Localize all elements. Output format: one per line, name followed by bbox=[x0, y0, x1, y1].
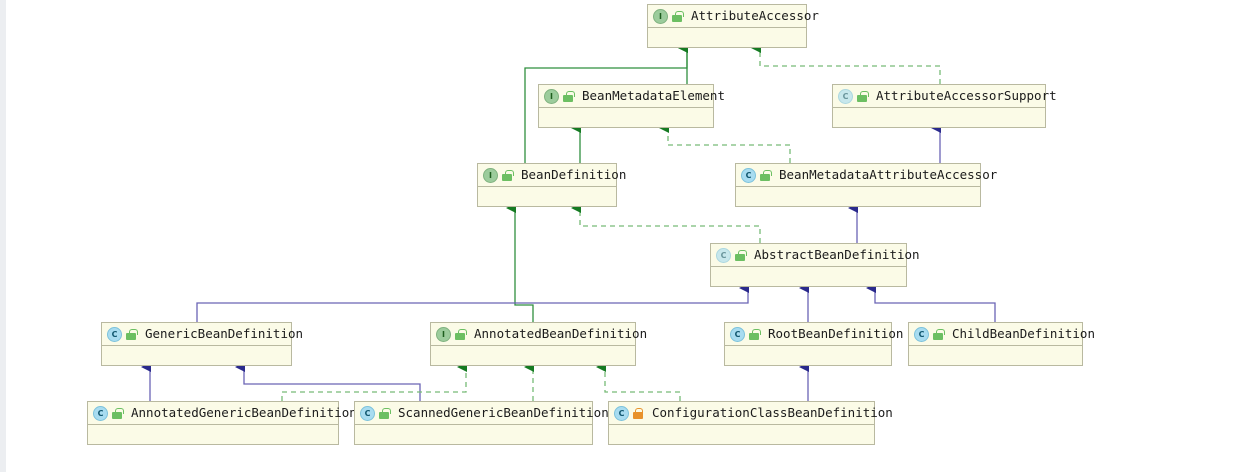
node-label: BeanMetadataElement bbox=[582, 88, 725, 103]
node-label: ScannedGenericBeanDefinition bbox=[398, 405, 609, 420]
class-node-AbstractBeanDefinition[interactable]: C AbstractBeanDefinition bbox=[710, 243, 920, 287]
lock-open-icon bbox=[126, 328, 138, 340]
node-label: GenericBeanDefinition bbox=[145, 326, 304, 341]
class-icon: C bbox=[730, 326, 745, 342]
edge-AttributeAccessorSupport-AttributeAccessor bbox=[751, 43, 941, 84]
lock-closed-icon bbox=[633, 407, 643, 419]
lock-open-icon bbox=[857, 90, 869, 102]
left-gutter bbox=[0, 0, 6, 472]
class-node-BeanDefinition[interactable]: I BeanDefinition bbox=[477, 163, 626, 207]
node-label: BeanMetadataAttributeAccessor bbox=[779, 167, 998, 182]
node-members-compartment bbox=[102, 346, 291, 365]
edge-AnnotatedBeanDefinition-BeanDefinition bbox=[506, 203, 534, 322]
node-title: C BeanMetadataAttributeAccessor bbox=[736, 164, 997, 187]
class-icon: C bbox=[360, 405, 375, 421]
node-title: C GenericBeanDefinition bbox=[102, 323, 303, 346]
node-members-compartment bbox=[355, 425, 592, 444]
class-node-BeanMetadataAttributeAccessor[interactable]: C BeanMetadataAttributeAccessor bbox=[735, 163, 997, 207]
node-label: AttributeAccessor bbox=[691, 8, 819, 23]
node-label: AnnotatedBeanDefinition bbox=[474, 326, 648, 341]
lock-open-icon bbox=[455, 328, 467, 340]
lock-open-icon bbox=[112, 407, 124, 419]
node-members-compartment bbox=[88, 425, 338, 444]
edge-AnnotatedGenericBeanDefinition-AnnotatedBeanDefinition bbox=[281, 362, 467, 401]
lock-open-icon bbox=[563, 90, 575, 102]
class-node-ScannedGenericBeanDefinition[interactable]: C ScannedGenericBeanDefinition bbox=[354, 401, 609, 445]
class-node-RootBeanDefinition[interactable]: C RootBeanDefinition bbox=[724, 322, 903, 366]
class-icon: C bbox=[838, 88, 853, 104]
class-node-AttributeAccessorSupport[interactable]: C AttributeAccessorSupport bbox=[832, 84, 1057, 128]
node-title: I BeanDefinition bbox=[478, 164, 626, 187]
class-icon: C bbox=[93, 405, 108, 421]
node-members-compartment bbox=[478, 187, 616, 206]
class-node-AnnotatedGenericBeanDefinition[interactable]: C AnnotatedGenericBeanDefinition bbox=[87, 401, 357, 445]
edge-ChildBeanDefinition-AbstractBeanDefinition bbox=[866, 283, 996, 322]
node-title: I AnnotatedBeanDefinition bbox=[431, 323, 647, 346]
class-icon: C bbox=[107, 326, 122, 342]
node-title: C ChildBeanDefinition bbox=[909, 323, 1095, 346]
edge-GenericBeanDefinition-AbstractBeanDefinition bbox=[196, 283, 749, 322]
interface-icon: I bbox=[483, 167, 498, 183]
class-icon: C bbox=[614, 405, 629, 421]
node-members-compartment bbox=[431, 346, 635, 365]
edge-ConfigurationClassBeanDefinition-AnnotatedBeanDefinition bbox=[596, 362, 681, 401]
class-node-AnnotatedBeanDefinition[interactable]: I AnnotatedBeanDefinition bbox=[430, 322, 647, 366]
class-node-AttributeAccessor[interactable]: I AttributeAccessor bbox=[647, 4, 819, 48]
node-title: I BeanMetadataElement bbox=[539, 85, 725, 108]
interface-icon: I bbox=[544, 88, 559, 104]
node-title: C AttributeAccessorSupport bbox=[833, 85, 1057, 108]
lock-open-icon bbox=[933, 328, 945, 340]
node-members-compartment bbox=[736, 187, 980, 206]
edge-BeanMetadataAttributeAccessor-BeanMetadataElement bbox=[659, 123, 791, 163]
class-node-BeanMetadataElement[interactable]: I BeanMetadataElement bbox=[538, 84, 725, 128]
interface-icon: I bbox=[436, 326, 451, 342]
node-title: C ScannedGenericBeanDefinition bbox=[355, 402, 609, 425]
node-members-compartment bbox=[609, 425, 874, 444]
node-title: I AttributeAccessor bbox=[648, 5, 819, 28]
lock-open-icon bbox=[735, 249, 747, 261]
node-label: BeanDefinition bbox=[521, 167, 627, 182]
edge-AbstractBeanDefinition-BeanDefinition bbox=[571, 203, 761, 243]
edge-ScannedGenericBeanDefinition-GenericBeanDefinition bbox=[235, 362, 421, 401]
node-title: C AnnotatedGenericBeanDefinition bbox=[88, 402, 357, 425]
node-title: C RootBeanDefinition bbox=[725, 323, 903, 346]
class-node-GenericBeanDefinition[interactable]: C GenericBeanDefinition bbox=[101, 322, 303, 366]
lock-open-icon bbox=[672, 10, 684, 22]
class-icon: C bbox=[914, 326, 929, 342]
lock-open-icon bbox=[502, 169, 514, 181]
lock-open-icon bbox=[760, 169, 772, 181]
node-members-compartment bbox=[711, 267, 906, 286]
class-node-ConfigurationClassBeanDefinition[interactable]: C ConfigurationClassBeanDefinition bbox=[608, 401, 893, 445]
node-title: C ConfigurationClassBeanDefinition bbox=[609, 402, 893, 425]
node-label: ChildBeanDefinition bbox=[952, 326, 1095, 341]
interface-icon: I bbox=[653, 8, 668, 24]
node-label: AnnotatedGenericBeanDefinition bbox=[131, 405, 357, 420]
lock-open-icon bbox=[379, 407, 391, 419]
class-icon: C bbox=[741, 167, 756, 183]
node-title: C AbstractBeanDefinition bbox=[711, 244, 920, 267]
node-members-compartment bbox=[648, 28, 806, 47]
node-members-compartment bbox=[909, 346, 1082, 365]
node-members-compartment bbox=[833, 108, 1045, 127]
lock-open-icon bbox=[749, 328, 761, 340]
node-members-compartment bbox=[539, 108, 713, 127]
node-label: RootBeanDefinition bbox=[768, 326, 904, 341]
node-label: ConfigurationClassBeanDefinition bbox=[652, 405, 893, 420]
node-label: AbstractBeanDefinition bbox=[754, 247, 920, 262]
class-icon: C bbox=[716, 247, 731, 263]
node-label: AttributeAccessorSupport bbox=[876, 88, 1057, 103]
class-node-ChildBeanDefinition[interactable]: C ChildBeanDefinition bbox=[908, 322, 1095, 366]
node-members-compartment bbox=[725, 346, 891, 365]
